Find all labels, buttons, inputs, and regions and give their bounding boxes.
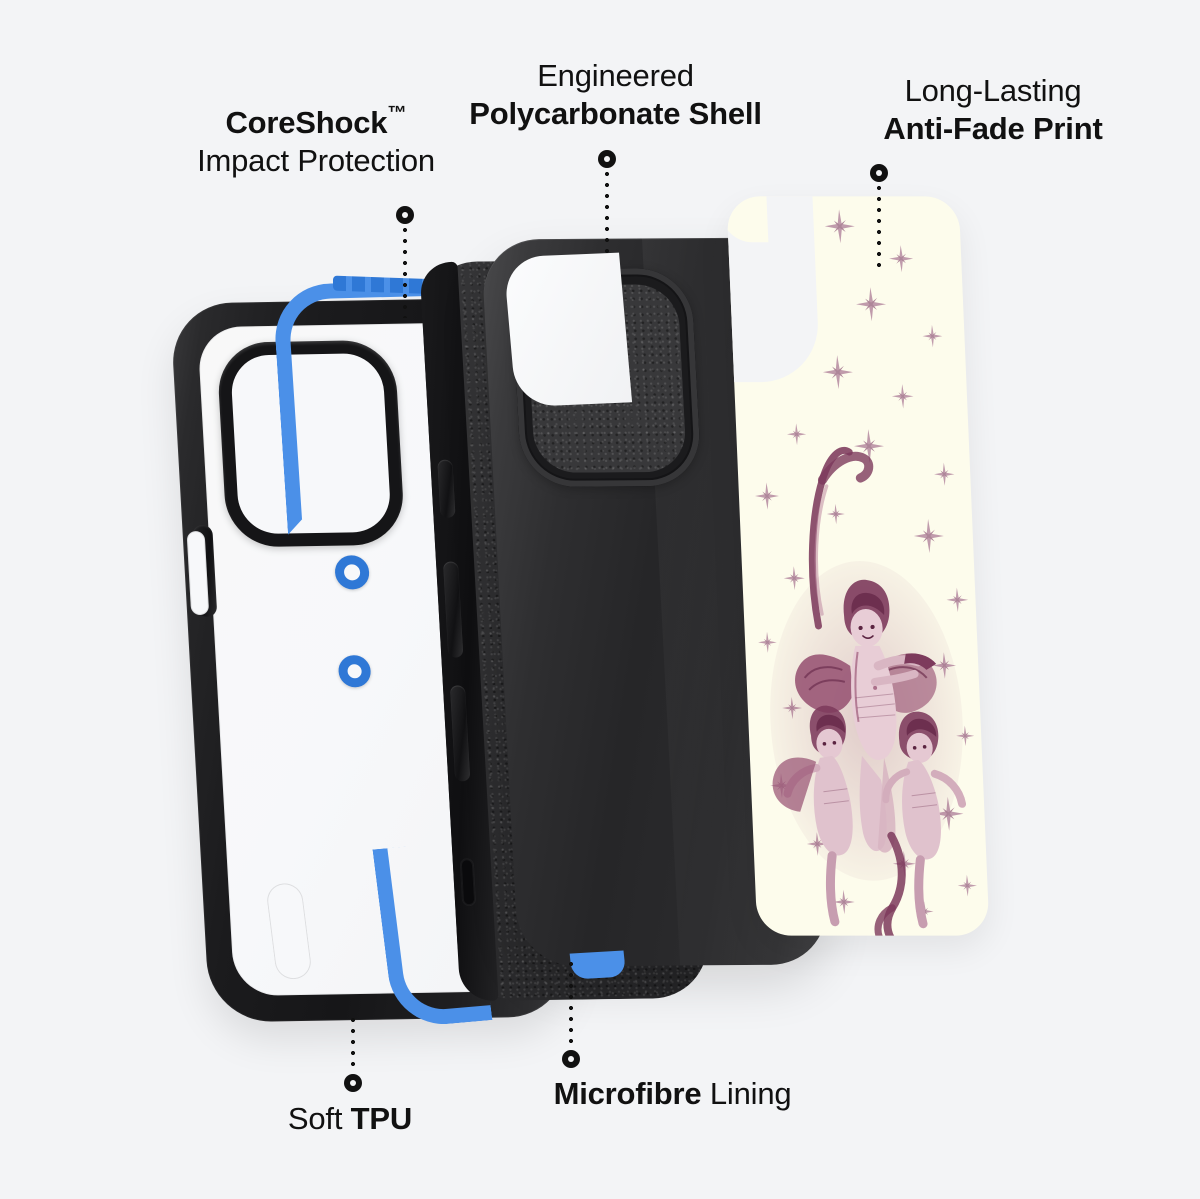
callout-microfibre-line1: Microfibre Lining	[375, 1075, 970, 1113]
callout-antifade-line2: Anti-Fade Print	[883, 110, 1103, 146]
leader-ring-icon	[562, 1050, 580, 1068]
leader-dots	[605, 172, 609, 254]
leader-line-coreshock	[396, 206, 414, 318]
leader-dots	[403, 228, 407, 318]
callout-microfibre: Microfibre Lining	[375, 1075, 970, 1113]
leader-line-polycarbonate	[598, 150, 616, 254]
callout-microfibre-term: Microfibre	[553, 1076, 702, 1111]
leader-ring-icon	[598, 150, 616, 168]
leader-ring-icon	[870, 164, 888, 182]
callout-tpu: Soft TPU	[95, 1100, 605, 1138]
trademark-icon: ™	[387, 103, 407, 124]
leader-dots	[351, 1018, 355, 1072]
shell-camera-open-window	[503, 252, 633, 408]
layer-anti-fade-print	[726, 196, 990, 936]
callout-tpu-term: TPU	[350, 1101, 413, 1136]
callout-antifade-line1: Long-Lasting	[904, 73, 1082, 108]
microfibre-speaker-cutout	[460, 859, 476, 906]
shell-camera-cutout	[503, 252, 702, 488]
callout-tpu-prefix: Soft	[287, 1101, 351, 1136]
callout-coreshock-title: CoreShock	[225, 104, 388, 140]
leader-dots	[569, 962, 573, 1048]
leader-line-tpu	[344, 1018, 362, 1092]
microfibre-button-bump-1	[437, 459, 456, 518]
print-camera-notch	[726, 196, 821, 383]
callout-tpu-line1: Soft TPU	[95, 1100, 605, 1138]
callout-microfibre-suffix: Lining	[701, 1076, 792, 1111]
leader-ring-icon	[344, 1074, 362, 1092]
callout-polycarbonate: Engineered Polycarbonate Shell	[408, 57, 823, 133]
callout-coreshock-line1: CoreShock™	[70, 102, 562, 142]
leader-line-antifade	[870, 164, 888, 270]
callout-polycarbonate-line1: Engineered	[537, 58, 694, 93]
leader-line-microfibre	[562, 962, 580, 1068]
leader-ring-icon	[396, 206, 414, 224]
cherub-toile-artwork	[754, 209, 978, 936]
callout-polycarbonate-line2: Polycarbonate Shell	[469, 95, 762, 131]
leader-dots	[877, 186, 881, 270]
callout-coreshock: CoreShock™ Impact Protection	[70, 102, 562, 179]
callout-antifade: Long-Lasting Anti-Fade Print	[828, 72, 1158, 148]
print-insert-body	[726, 196, 990, 936]
callout-coreshock-line2: Impact Protection	[197, 142, 435, 178]
